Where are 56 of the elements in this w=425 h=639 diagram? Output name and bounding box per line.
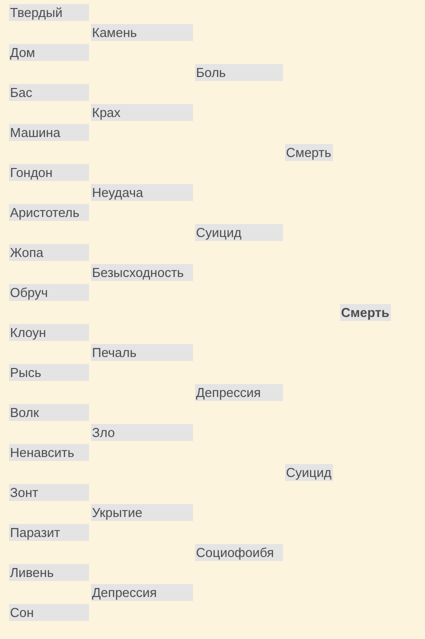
slot-text: Ненавсить xyxy=(10,444,76,461)
slot-text: Крах xyxy=(92,104,122,121)
bracket-slot xyxy=(9,284,89,301)
slot-text: Суицид xyxy=(286,464,332,481)
slot-text: Зло xyxy=(92,424,116,441)
slot-text: Боль xyxy=(196,64,227,81)
bracket-slot xyxy=(9,564,89,581)
slot-text: Обруч xyxy=(10,284,49,301)
slot-text: Печаль xyxy=(92,344,138,361)
bracket-slot xyxy=(91,584,193,601)
bracket-slot xyxy=(9,84,89,101)
slot-text: Смерть xyxy=(286,144,332,161)
slot-text: Жопа xyxy=(10,244,44,261)
slot-text: Суицид xyxy=(196,224,242,241)
slot-text: Сон xyxy=(10,604,35,621)
bracket-slot xyxy=(91,424,193,441)
bracket-slot xyxy=(9,604,89,621)
slot-text: Неудача xyxy=(92,184,144,201)
slot-text: Смерть xyxy=(341,304,390,321)
slot-text: Рысь xyxy=(10,364,42,381)
slot-text: Волк xyxy=(10,404,40,421)
slot-text: Дом xyxy=(10,44,36,61)
slot-text: Камень xyxy=(92,24,138,41)
slot-text: Машина xyxy=(10,124,62,141)
slot-text: Клоун xyxy=(10,324,48,341)
slot-text: Социофоибя xyxy=(196,544,275,561)
bracket-slot xyxy=(195,64,283,81)
bracket-slot xyxy=(9,324,89,341)
bracket-slot xyxy=(9,364,89,381)
bracket-slot xyxy=(195,384,283,401)
bracket-slot xyxy=(91,104,193,121)
bracket-slot xyxy=(195,224,283,241)
slot-text: Зонт xyxy=(10,484,40,501)
slot-text: Твердый xyxy=(10,4,64,21)
slot-text: Депрессия xyxy=(196,384,262,401)
bracket-slot xyxy=(91,504,193,521)
bracket-slot xyxy=(9,44,89,61)
bracket-slot xyxy=(9,164,89,181)
bracket-slot xyxy=(9,244,89,261)
bracket-slot xyxy=(9,524,89,541)
slot-text: Ливень xyxy=(10,564,55,581)
bracket-slot xyxy=(9,484,89,501)
slot-text: Паразит xyxy=(10,524,62,541)
slot-text: Бас xyxy=(10,84,34,101)
slot-text: Безысходность xyxy=(92,264,185,281)
slot-text: Гондон xyxy=(10,164,54,181)
bracket-slot xyxy=(91,184,193,201)
bracket-slot xyxy=(91,344,193,361)
bracket-slot xyxy=(9,404,89,421)
slot-text: Укрытие xyxy=(92,504,144,521)
bracket-slot xyxy=(9,124,89,141)
bracket-slot xyxy=(91,24,193,41)
bracket-slot xyxy=(9,444,89,461)
slot-text: Аристотель xyxy=(10,204,80,221)
bracket-slot xyxy=(9,4,89,21)
slot-text: Депрессия xyxy=(92,584,158,601)
